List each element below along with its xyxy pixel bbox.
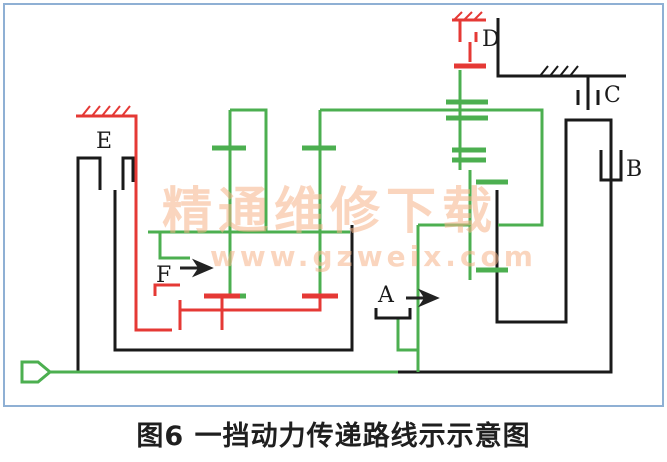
black-e-drum bbox=[113, 190, 354, 352]
black-b-drum bbox=[398, 118, 613, 374]
frame-border bbox=[3, 3, 664, 407]
label-d: D bbox=[482, 27, 500, 52]
brake-f bbox=[153, 283, 180, 296]
black-paths bbox=[76, 18, 626, 374]
label-f: F bbox=[156, 263, 171, 288]
green-a-link bbox=[396, 225, 420, 352]
black-c-drum bbox=[495, 118, 588, 324]
shaft-f-link bbox=[158, 232, 190, 260]
label-a: A bbox=[377, 283, 395, 308]
red-e-ground bbox=[76, 114, 172, 332]
arrow-right-icon bbox=[406, 288, 440, 308]
red-ring-f bbox=[178, 296, 322, 330]
red-gears bbox=[204, 63, 486, 299]
label-e: E bbox=[96, 129, 112, 154]
arrow-right-icon bbox=[180, 258, 214, 278]
transmission-diagram: E D C B F A 精通维修下载 www.gzweix.com bbox=[3, 3, 664, 407]
input-arrow-icon bbox=[20, 360, 53, 384]
clutch-a-cup bbox=[374, 308, 412, 320]
watermark-url: www.gzweix.com bbox=[210, 240, 537, 273]
ground-hatch-c bbox=[539, 65, 579, 77]
carrier-left-top bbox=[230, 108, 268, 232]
figure-caption: 图6 一挡动力传递路线示示意图 bbox=[136, 421, 531, 452]
watermark-text: 精通维修下载 bbox=[162, 182, 498, 240]
label-b: B bbox=[626, 157, 642, 182]
right-carrier bbox=[450, 108, 544, 227]
label-c: C bbox=[604, 83, 621, 108]
black-d-ground bbox=[496, 18, 626, 78]
green-paths bbox=[48, 70, 544, 374]
brake-e-outer bbox=[76, 156, 102, 372]
brake-d-body bbox=[458, 20, 478, 62]
red-paths bbox=[76, 18, 486, 332]
ground-hatch-d bbox=[453, 11, 483, 21]
brake-e-inner bbox=[121, 156, 135, 190]
clutch-c-plates bbox=[576, 90, 600, 105]
ground-hatch-e bbox=[81, 105, 131, 117]
